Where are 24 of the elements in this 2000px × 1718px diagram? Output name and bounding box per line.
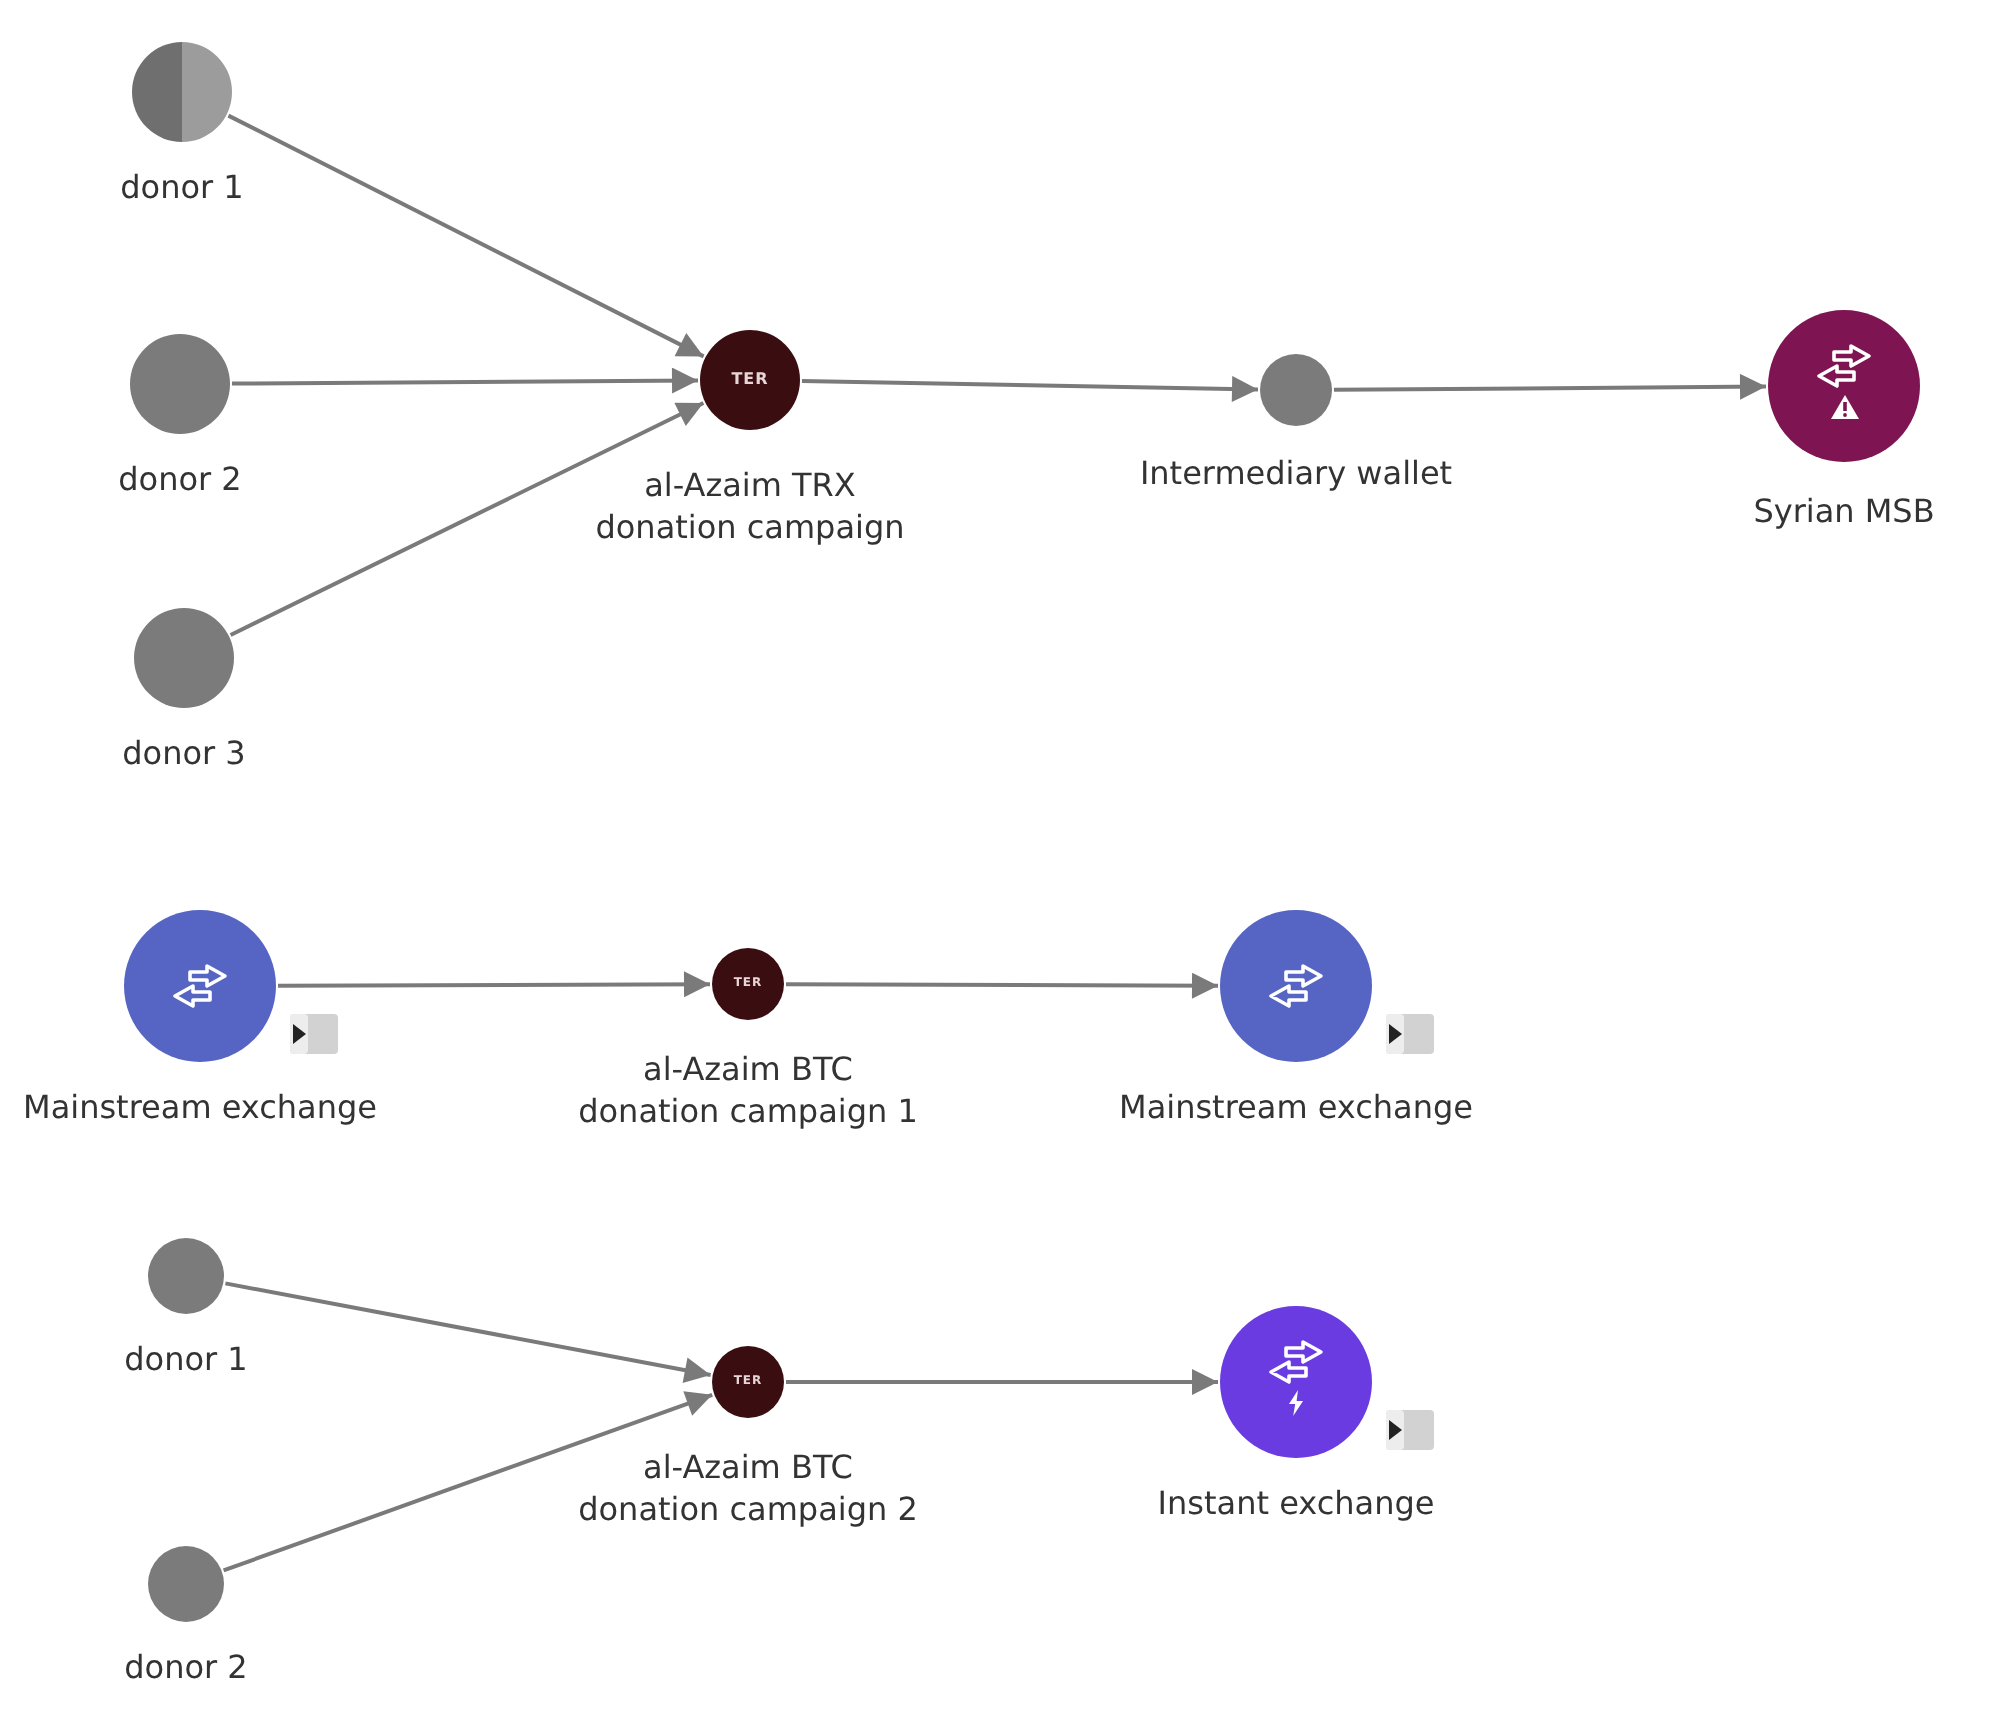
arrow <box>225 1281 711 1383</box>
node-label: donor 2 <box>118 458 242 500</box>
arrow <box>1334 373 1766 400</box>
arrow <box>227 113 705 359</box>
node-label: donor 2 <box>124 1646 248 1688</box>
node-label: Intermediary wallet <box>1139 452 1453 494</box>
node-label: donor 1 <box>120 166 244 208</box>
arrow <box>229 401 705 637</box>
arrow <box>801 375 1259 402</box>
node-label: donor 3 <box>122 732 246 774</box>
node-label: al-Azaim BTC donation campaign 1 <box>576 1048 920 1132</box>
node-label: donor 1 <box>124 1338 248 1380</box>
node-label: Mainstream exchange <box>1119 1086 1473 1128</box>
node-label: Mainstream exchange <box>23 1086 377 1128</box>
arrow <box>786 972 1218 999</box>
arrow <box>278 971 710 998</box>
node-label: Syrian MSB <box>1753 490 1935 532</box>
category-code: TER <box>731 372 769 388</box>
arrow <box>232 367 698 394</box>
node-label: al-Azaim TRX donation campaign <box>593 464 907 548</box>
arrow <box>786 1369 1218 1395</box>
node-label: Instant exchange <box>1157 1482 1435 1524</box>
node-label: al-Azaim BTC donation campaign 2 <box>576 1446 920 1530</box>
arrow <box>222 1391 713 1573</box>
